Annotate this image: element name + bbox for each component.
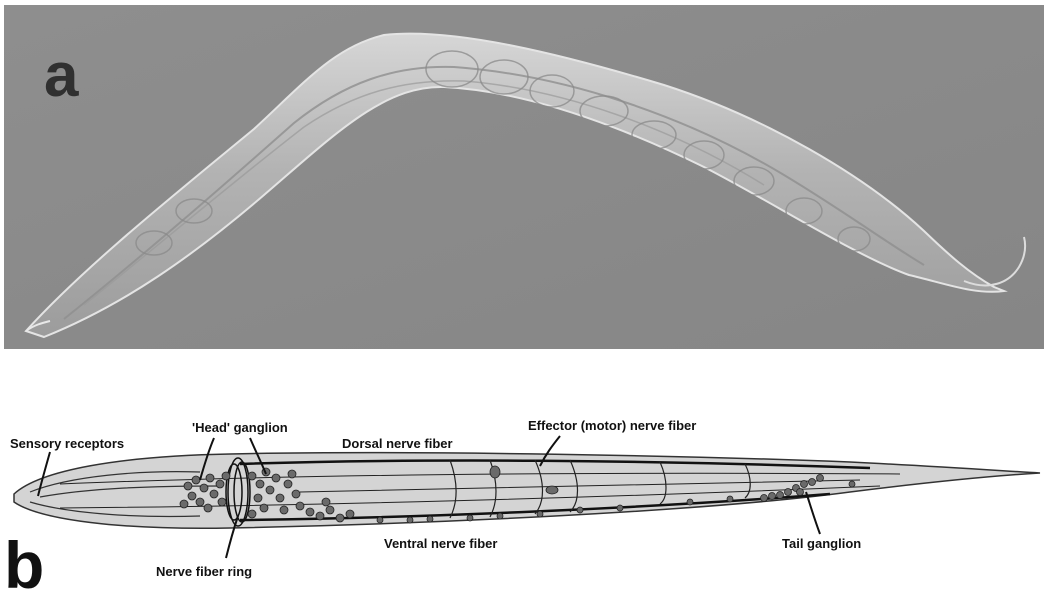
label-head-ganglion: 'Head' ganglion <box>192 420 288 435</box>
label-sensory-receptors: Sensory receptors <box>10 436 124 451</box>
micrograph-panel: a <box>4 5 1044 349</box>
label-effector-nerve-fiber: Effector (motor) nerve fiber <box>528 418 696 433</box>
label-tail-ganglion: Tail ganglion <box>782 536 861 551</box>
label-nerve-fiber-ring: Nerve fiber ring <box>156 564 252 579</box>
nervous-system-diagram: Sensory receptors 'Head' ganglion Dorsal… <box>0 352 1044 586</box>
panel-label-a: a <box>44 45 78 107</box>
label-ventral-nerve-fiber: Ventral nerve fiber <box>384 536 497 551</box>
label-dorsal-nerve-fiber: Dorsal nerve fiber <box>342 436 453 451</box>
diagram-canvas: Sensory receptors 'Head' ganglion Dorsal… <box>0 352 1044 586</box>
leader-tail-ganglion <box>806 492 820 534</box>
panel-label-b: b <box>4 532 44 598</box>
micrograph-image <box>4 5 1044 349</box>
